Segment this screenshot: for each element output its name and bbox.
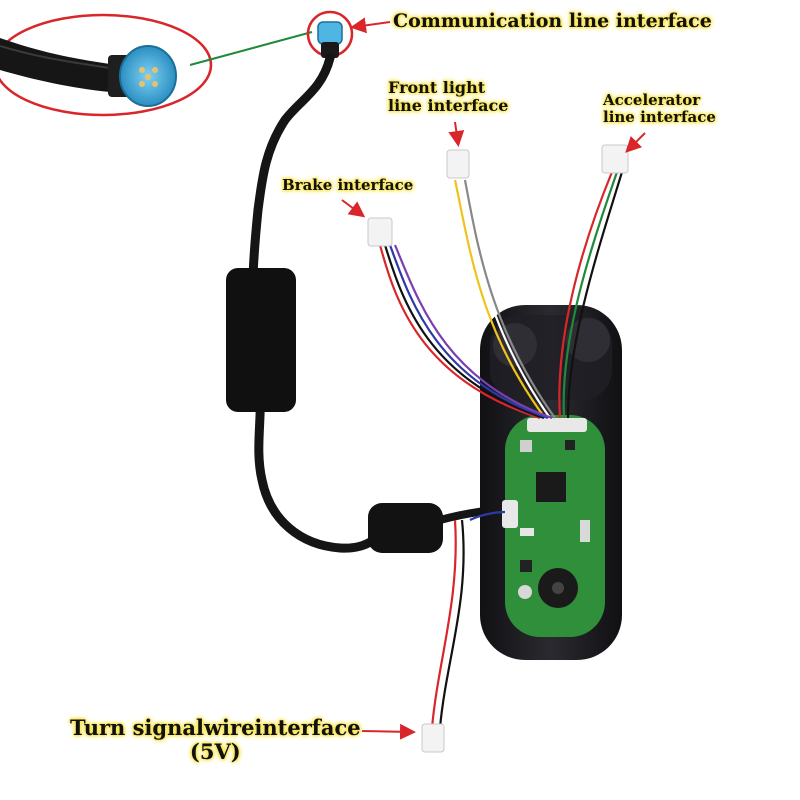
heat-shrink	[226, 268, 296, 412]
ferrite-core	[368, 503, 443, 553]
label-turn-signal: Turn signalwireinterface (5V)	[70, 715, 361, 765]
label-front-light: Front light line interface	[388, 78, 509, 116]
wire-bundle	[378, 171, 624, 729]
label-accelerator-line1: Accelerator	[603, 91, 701, 109]
label-front-light-line1: Front light	[388, 78, 486, 97]
label-accelerator-line2: line interface	[603, 108, 716, 127]
label-turn-signal-line2: (5V)	[189, 739, 241, 765]
buzzer-icon	[538, 568, 578, 608]
label-brake: Brake interface	[282, 176, 414, 194]
connector-closeup	[0, 13, 213, 117]
circuit-board	[502, 415, 605, 637]
callout-line	[189, 31, 313, 66]
label-turn-signal-line1: Turn signalwireinterface	[70, 715, 361, 740]
pointer-arrows	[341, 17, 646, 740]
label-front-light-line2: line interface	[388, 96, 509, 116]
connector-plug-icon	[119, 45, 177, 107]
connector-plug-icon	[317, 21, 343, 58]
jst-plug-icon	[367, 144, 629, 753]
label-communication-line: Communication line interface	[393, 10, 712, 32]
label-accelerator: Accelerator line interface	[603, 91, 716, 127]
